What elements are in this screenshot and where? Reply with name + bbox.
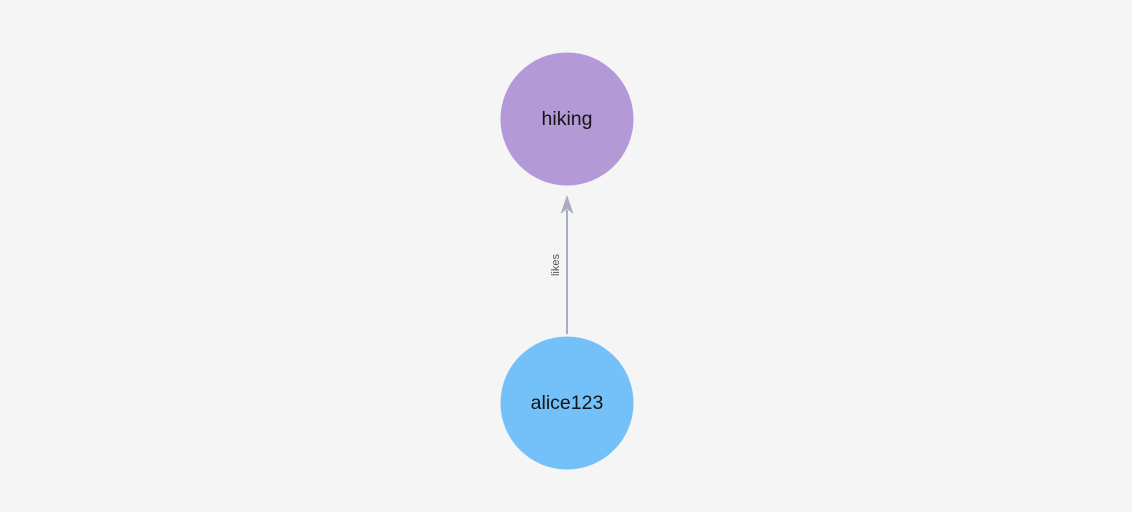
node-label-alice123: alice123 (531, 392, 604, 414)
graph-node-hiking[interactable]: hiking (500, 52, 634, 186)
node-label-hiking: hiking (542, 108, 593, 130)
node-circle-hiking[interactable] (500, 52, 634, 186)
node-circle-alice123[interactable] (500, 336, 634, 470)
graph-node-alice123[interactable]: alice123 (500, 336, 634, 470)
edge-label-likes: likes (550, 254, 562, 277)
arrowhead-icon (560, 195, 574, 214)
graph-edge-likes[interactable]: likes (550, 195, 574, 334)
